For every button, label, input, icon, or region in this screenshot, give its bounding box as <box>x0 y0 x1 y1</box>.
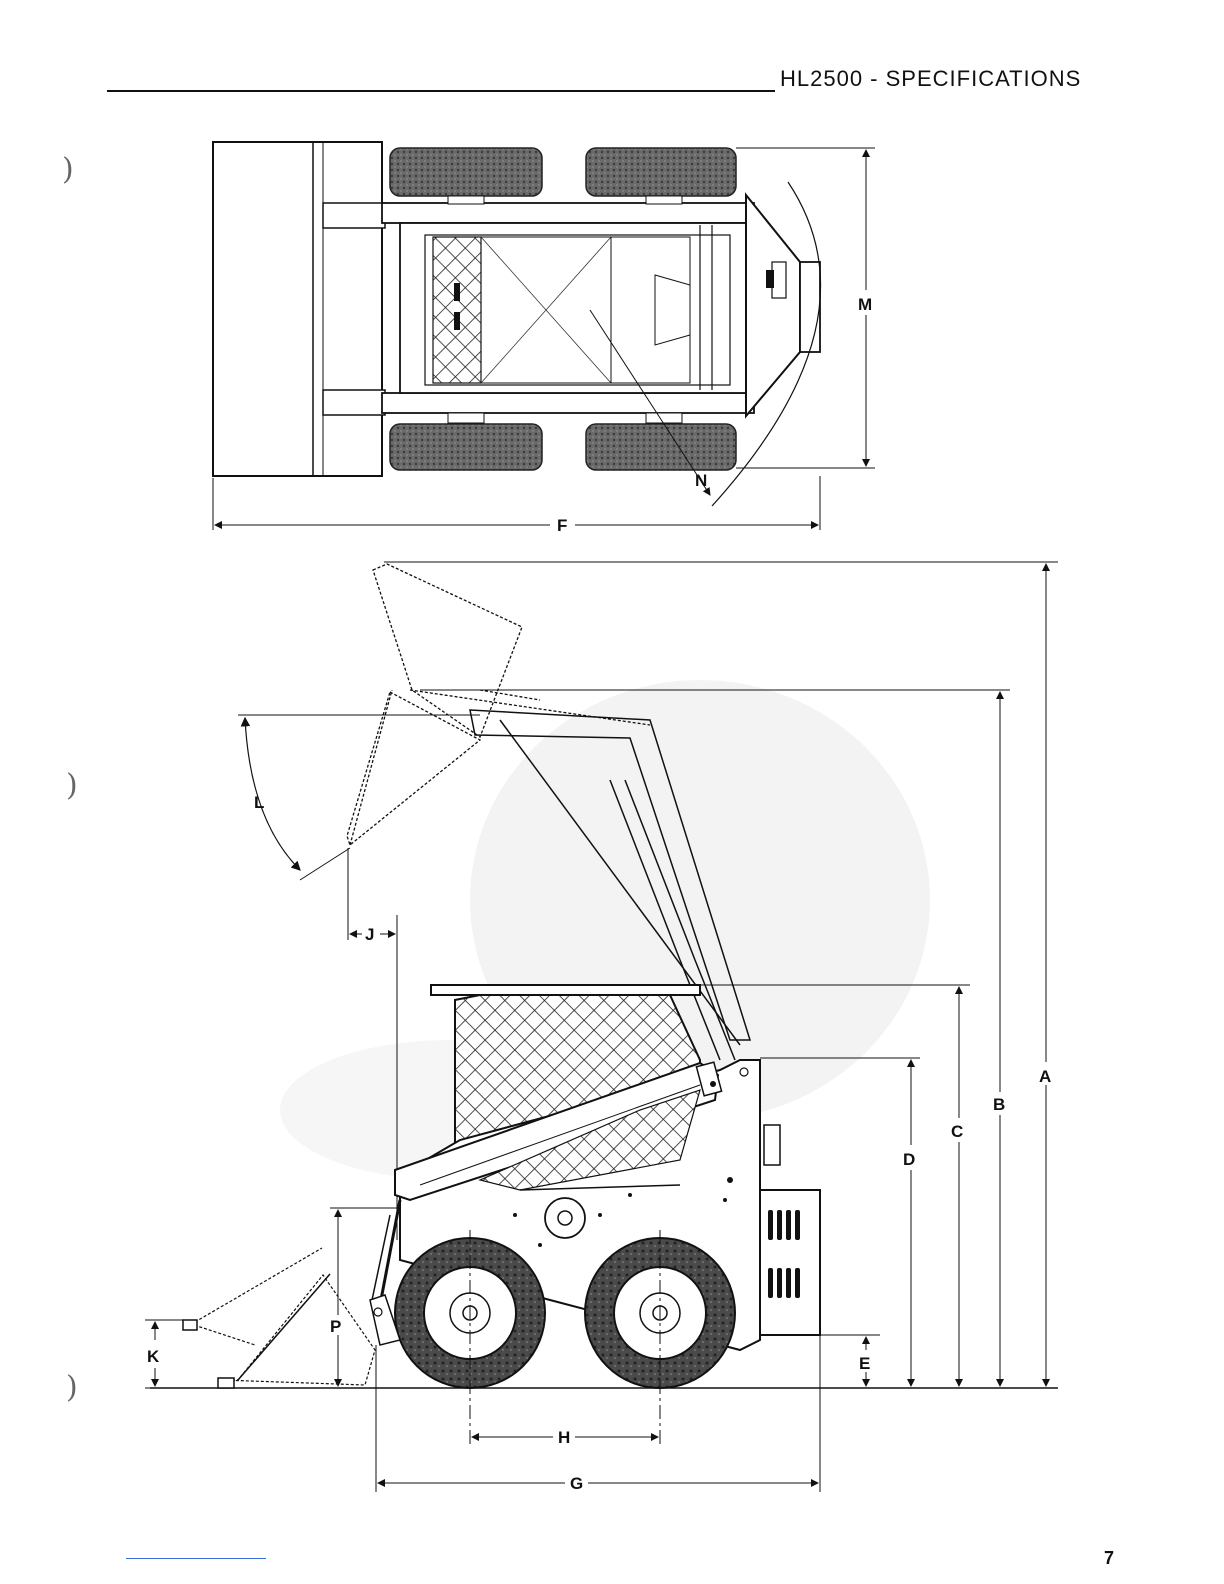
top-rear-housing <box>746 195 800 416</box>
top-tire-front-right <box>390 424 542 470</box>
dimension-label-f: F <box>557 516 567 535</box>
page-number: 7 <box>1104 1548 1114 1569</box>
dimension-label-e: E <box>859 1354 870 1373</box>
dimension-label-j: J <box>365 925 374 944</box>
dimension-label-h: H <box>558 1428 570 1447</box>
top-right-lift-arm <box>382 393 754 413</box>
top-tire-rear-left <box>586 148 736 196</box>
dimension-label-n: N <box>695 471 707 490</box>
top-bucket <box>213 142 382 476</box>
top-left-lift-arm <box>382 203 754 223</box>
top-view: N M F <box>213 142 875 535</box>
top-mesh-guard <box>433 237 481 383</box>
lowered-bucket <box>185 1248 375 1385</box>
dimension-label-p: P <box>330 1317 341 1336</box>
dimension-label-b: B <box>993 1095 1005 1114</box>
top-tire-rear-right <box>586 424 736 470</box>
footer-link-rule <box>126 1558 266 1559</box>
dimension-label-l: L <box>254 793 264 812</box>
dimension-label-c: C <box>951 1122 963 1141</box>
side-view: L J <box>145 562 1058 1493</box>
dimension-label-k: K <box>147 1347 160 1366</box>
dimension-label-d: D <box>903 1150 915 1169</box>
top-tire-front-left <box>390 148 542 196</box>
dimension-label-m: M <box>858 295 872 314</box>
dimension-label-g: G <box>570 1474 583 1493</box>
dimension-label-a: A <box>1039 1067 1051 1086</box>
cab-roof <box>431 985 700 995</box>
